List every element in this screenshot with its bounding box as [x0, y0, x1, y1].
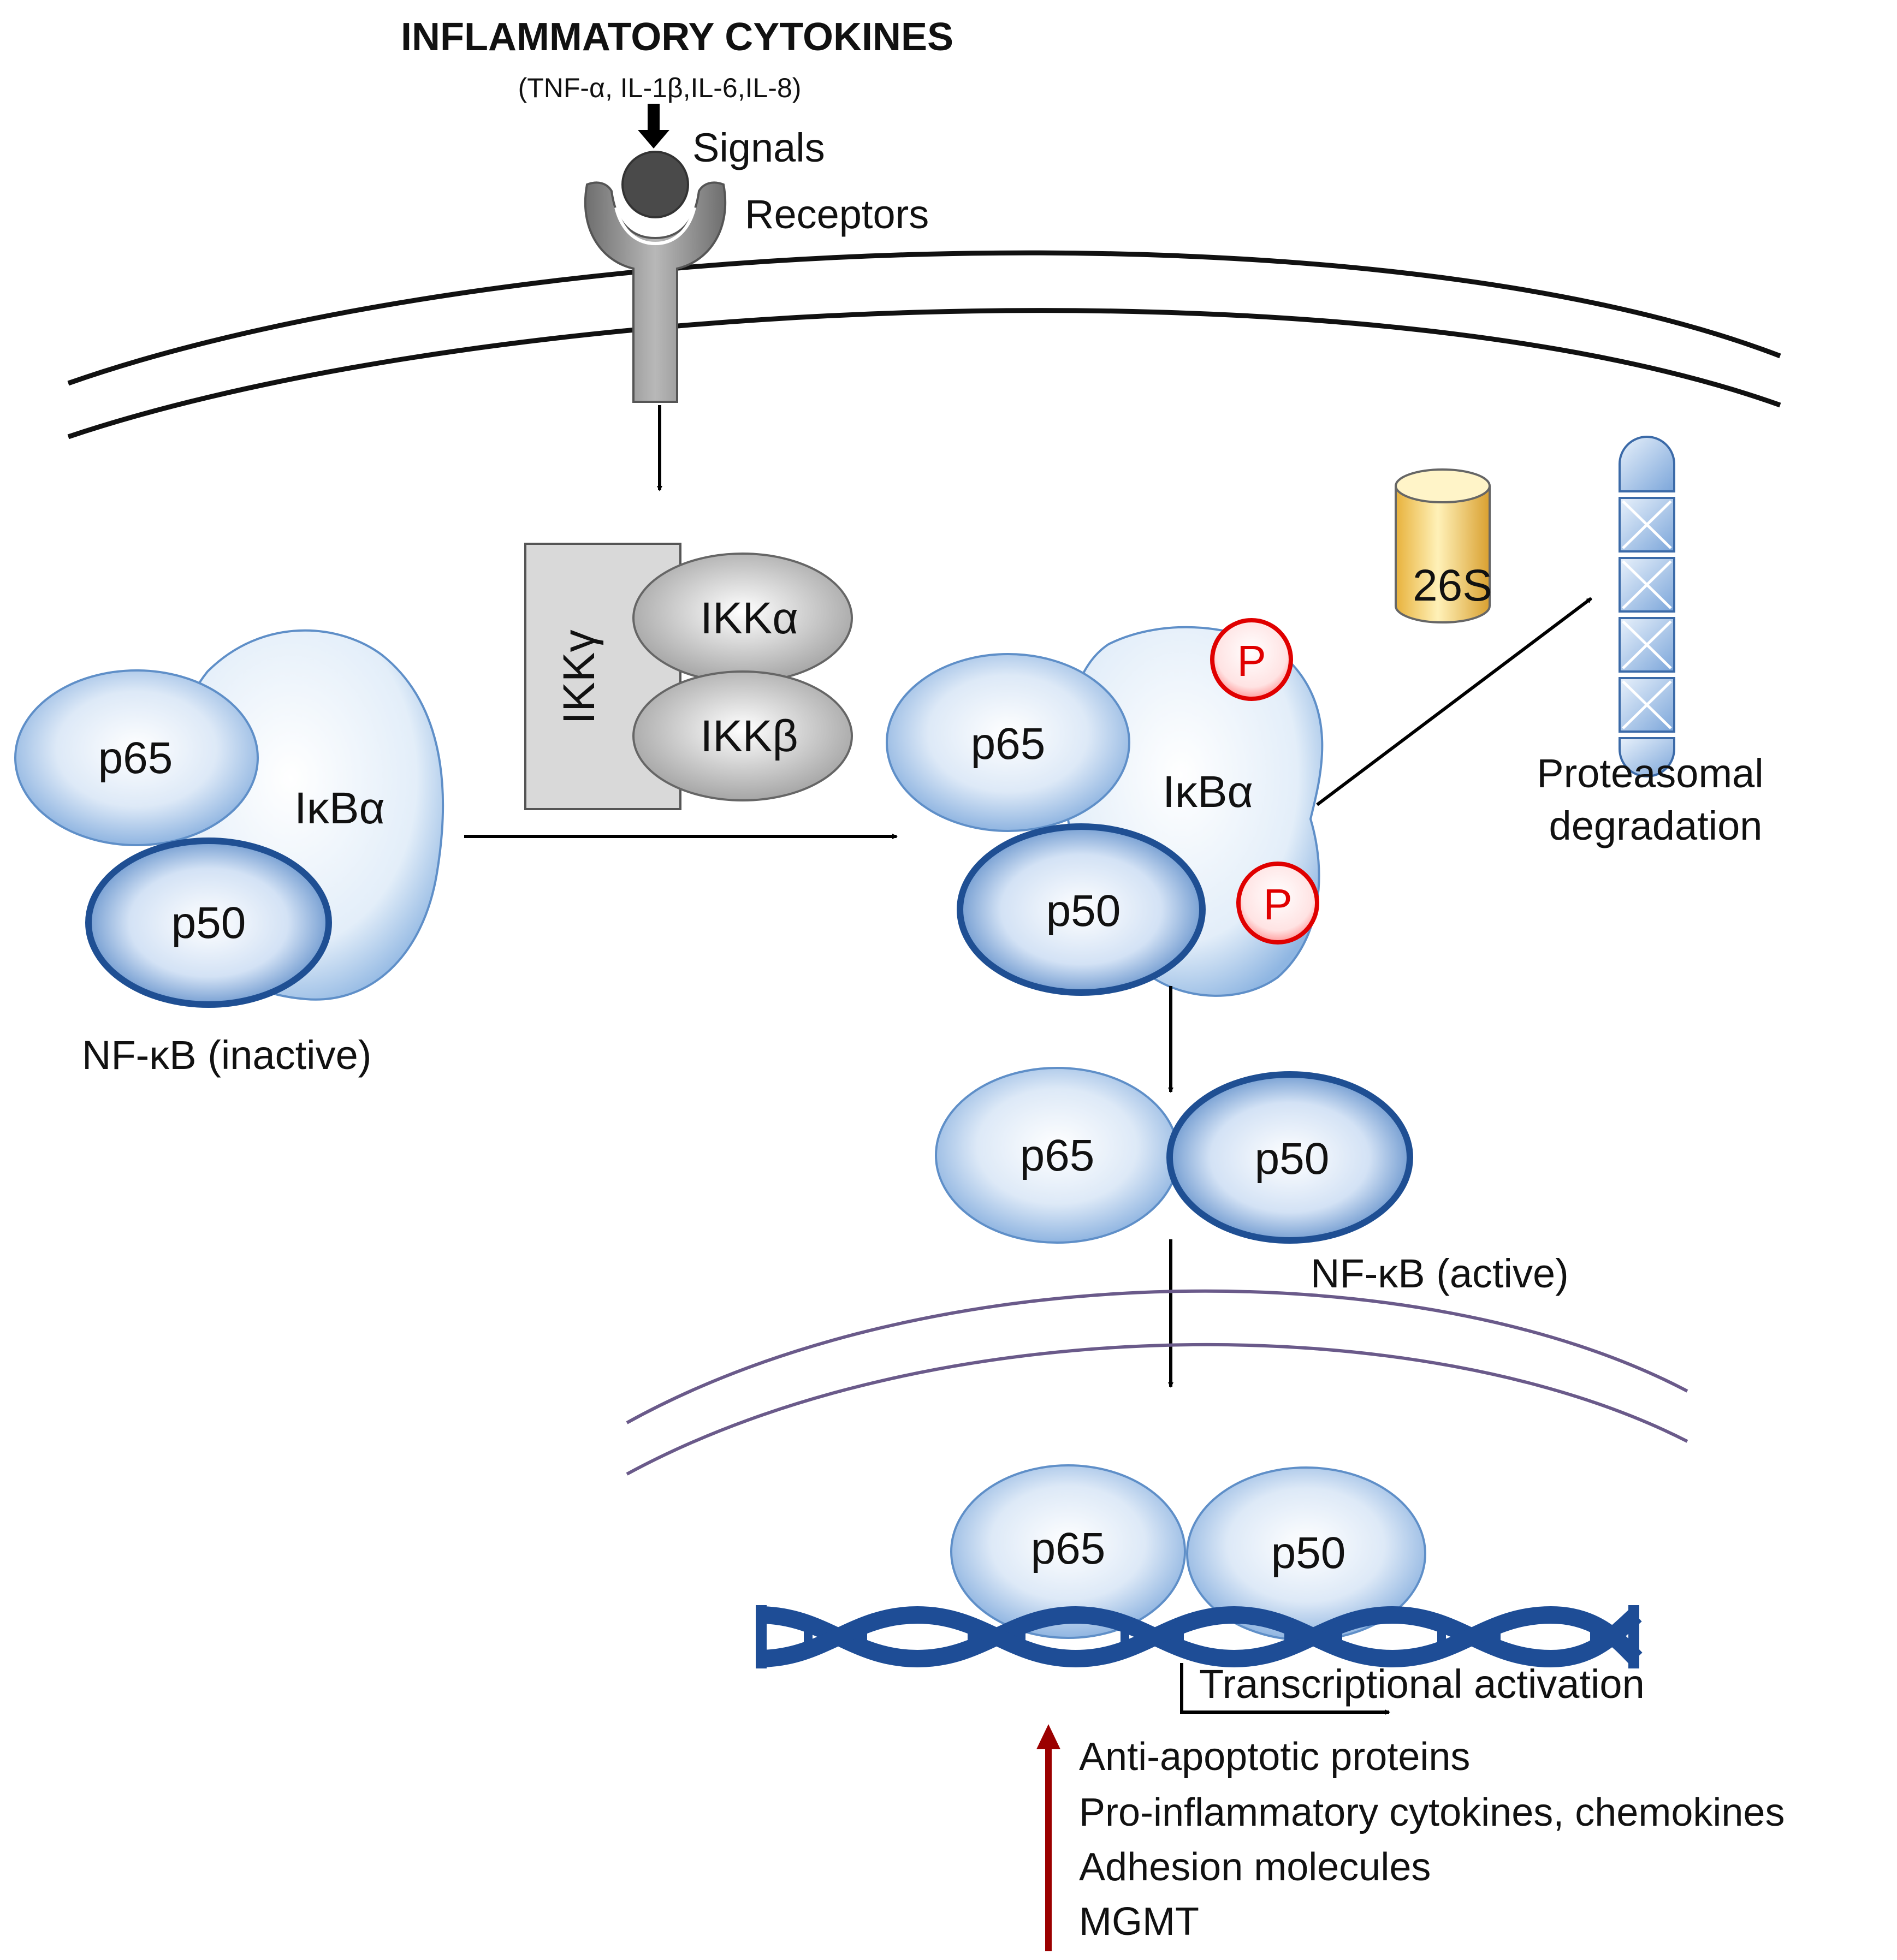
phospho-p65-label: p65	[971, 719, 1046, 769]
outcome-mgmt: MGMT	[1079, 1900, 1199, 1944]
proteasome-label: 26S	[1413, 561, 1492, 610]
degradation-line2: degradation	[1549, 803, 1763, 848]
phospho-p50-label: p50	[1046, 886, 1121, 936]
active-p50-label: p50	[1255, 1134, 1330, 1184]
inactive-p50-label: p50	[171, 898, 246, 948]
receptor	[584, 181, 727, 403]
phospho-group-2	[1236, 862, 1319, 945]
ikk-beta	[632, 670, 853, 801]
active-complex: p65 p50	[935, 1067, 1413, 1244]
nuclear-membrane-inner	[626, 1343, 1688, 1476]
dna-p65	[950, 1464, 1186, 1639]
inactive-p50	[85, 838, 332, 1008]
cell-membrane-inner	[67, 308, 1781, 439]
transcription-label: Transcriptional activation	[1199, 1661, 1645, 1707]
inactive-p65-label: p65	[98, 733, 173, 783]
inactive-ikba-label: IκBα	[294, 783, 385, 833]
inactive-p65	[14, 669, 259, 846]
title: INFLAMMATORY CYTOKINES	[401, 15, 953, 59]
phospho-ikba-label: IκBα	[1163, 767, 1253, 817]
phospho-group-2-label: P	[1263, 880, 1292, 929]
active-p65-label: p65	[1020, 1131, 1095, 1180]
degradation-line1: Proteasomal	[1537, 751, 1763, 796]
nuclear-membrane-outer	[626, 1289, 1688, 1424]
phospho-p65	[886, 653, 1130, 832]
active-label: NF-κB (active)	[1311, 1251, 1569, 1296]
inactive-label: NF-κB (inactive)	[82, 1032, 371, 1078]
dna-helix	[756, 1605, 1643, 1668]
ikk-gamma-label: IKKγ	[554, 629, 604, 724]
signal-arrow	[638, 104, 669, 149]
dna-p65-label: p65	[1031, 1524, 1106, 1573]
outcome-anti-apoptotic: Anti-apoptotic proteins	[1079, 1735, 1470, 1779]
cytokine-list: (TNF-α, IL-1β,IL-6,IL-8)	[518, 73, 802, 103]
phospho-group-1	[1210, 618, 1293, 701]
signals-label: Signals	[692, 125, 825, 170]
receptors-label: Receptors	[745, 192, 929, 237]
outcome-pro-inflammatory: Pro-inflammatory cytokines, chemokines	[1079, 1791, 1785, 1834]
outcome-adhesion: Adhesion molecules	[1079, 1845, 1431, 1889]
phospho-p50	[957, 823, 1206, 996]
dna-p50-label: p50	[1271, 1528, 1346, 1578]
inactive-complex: p65 p50 IκBα	[14, 629, 444, 1008]
active-p50	[1166, 1071, 1413, 1244]
signal-ligand	[621, 151, 689, 218]
ikk-alpha-label: IKKα	[700, 593, 798, 643]
phospho-complex: p65 p50 IκBα P P	[886, 618, 1324, 997]
proteasome-26s: 26S	[1395, 468, 1492, 623]
upregulation-arrow	[1036, 1724, 1060, 1951]
dna-bound-complex: p65 p50	[950, 1464, 1426, 1641]
ikk-beta-label: IKKβ	[700, 711, 798, 761]
phospho-group-1-label: P	[1237, 637, 1266, 685]
arrow-transcription	[1180, 1663, 1390, 1715]
cell-membrane-outer	[67, 250, 1781, 386]
degraded-peptide	[1619, 436, 1675, 777]
arrow-to-degradation	[1316, 597, 1592, 806]
ikk-complex: IKKγ IKKα IKKβ	[524, 543, 853, 810]
